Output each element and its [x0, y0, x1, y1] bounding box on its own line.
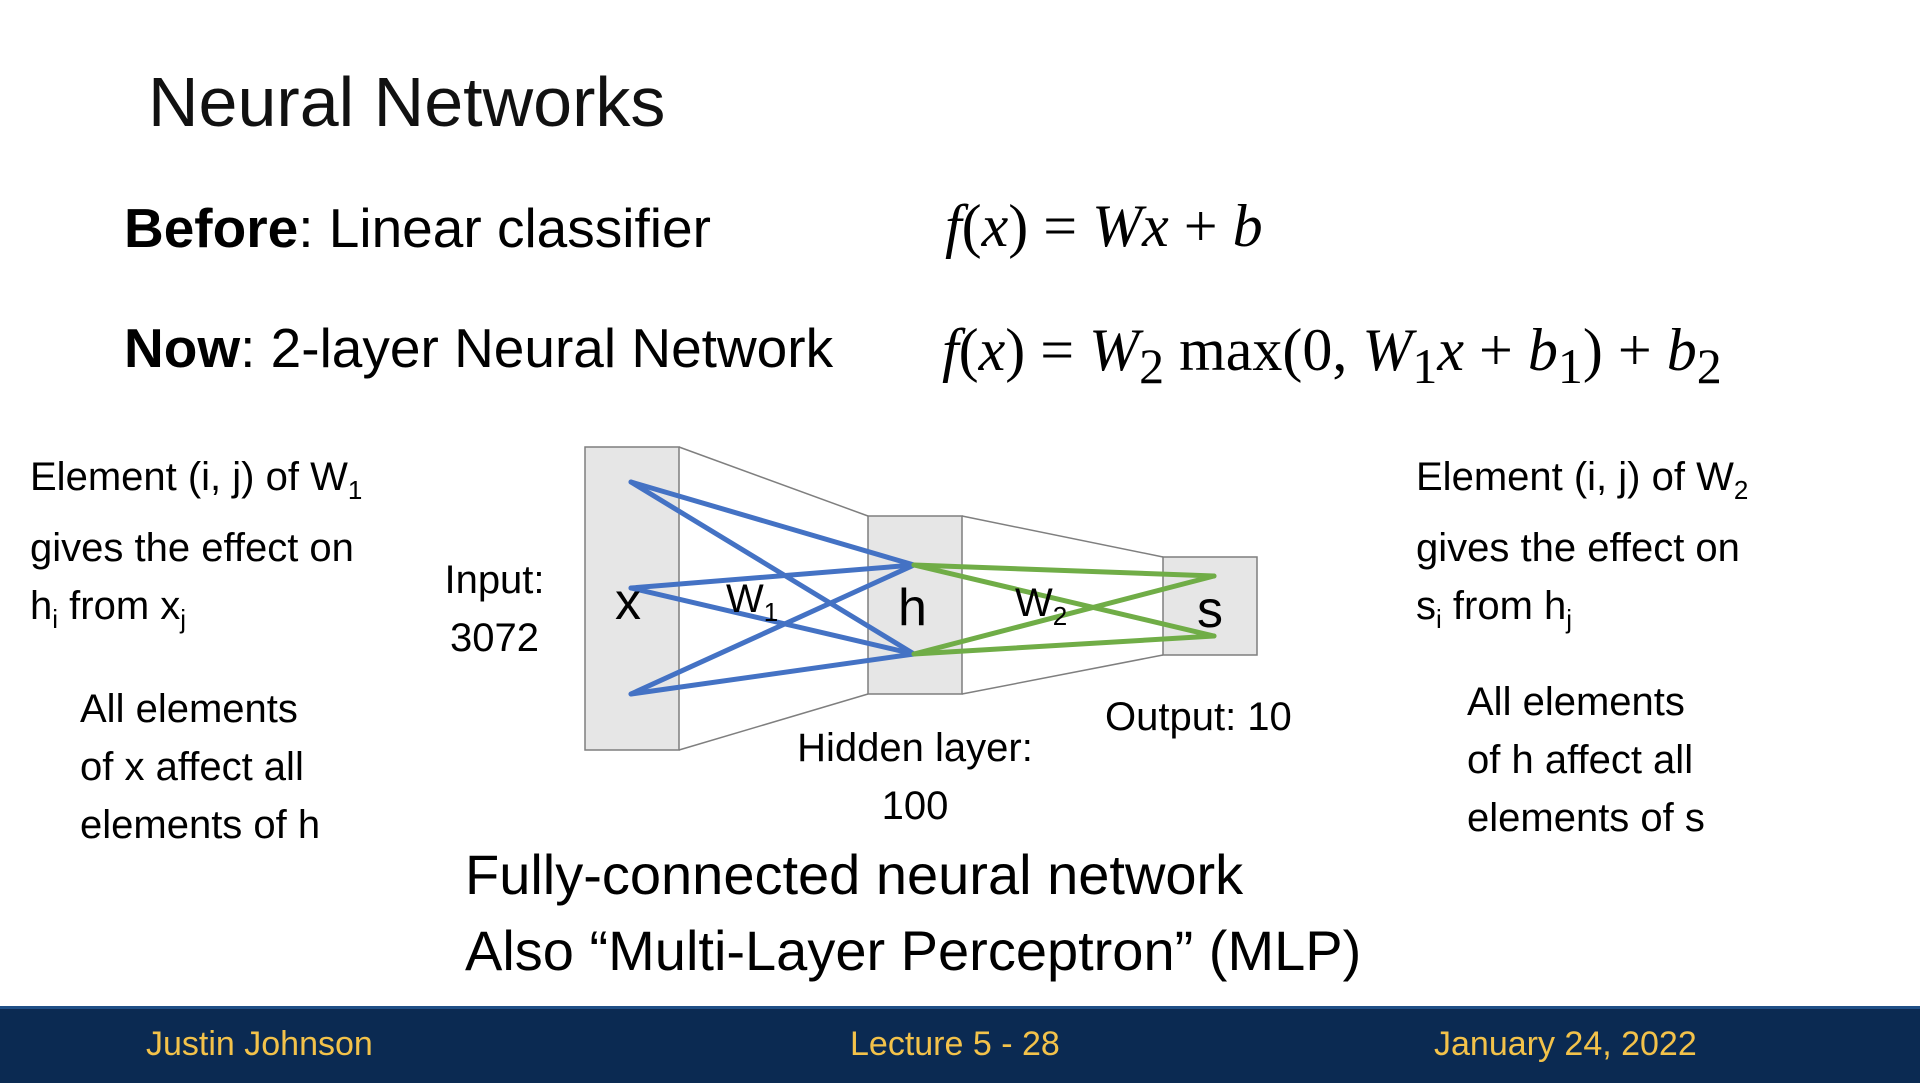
w2-edge: [911, 562, 1217, 639]
nn-formula: f(x) = W2 max(0, W1x + b1) + b2: [942, 317, 1722, 394]
funnel-line: [961, 654, 1164, 695]
fully-connected-line: Fully-connected neural network: [465, 843, 1244, 906]
w2-edge: [911, 633, 1217, 657]
input-box: [584, 446, 680, 751]
footer-author: Justin Johnson: [146, 1025, 373, 1063]
hidden-label: Hidden layer: 100: [797, 726, 1033, 828]
funnel-line: [961, 515, 1164, 558]
right-note-2: All elements of h affect all elements of…: [1467, 680, 1705, 840]
node-s-label: s: [1197, 581, 1223, 639]
node-h-label: h: [898, 579, 927, 637]
footer-lecture: Lecture 5 - 28: [850, 1025, 1060, 1063]
before-text: : Linear classifier: [298, 197, 711, 259]
left-note-2: All elements of x affect all elements of…: [80, 687, 321, 847]
w1-edge: [628, 651, 917, 697]
w2-edges: [911, 562, 1217, 657]
w2-edge: [911, 573, 1217, 657]
funnel-line: [678, 693, 869, 751]
linear-formula: f(x) = Wx + b: [945, 193, 1263, 259]
output-label: Output: 10: [1105, 695, 1292, 739]
w1-edge: [628, 479, 917, 568]
hidden-box: [867, 515, 963, 695]
footer-bar: Justin Johnson Lecture 5 - 28 January 24…: [0, 1006, 1920, 1083]
w1-edge: [628, 562, 917, 591]
footer-date: January 24, 2022: [1434, 1025, 1697, 1063]
w1-edges: [628, 479, 917, 697]
now-text: : 2-layer Neural Network: [240, 317, 834, 379]
w1-edge: [628, 479, 917, 657]
w1-label: W1: [726, 577, 779, 627]
mlp-line: Also “Multi-Layer Perceptron” (MLP): [465, 919, 1362, 982]
w2-label: W2: [1015, 581, 1068, 631]
now-label: Now: [124, 317, 241, 379]
now-row: Now: 2-layer Neural Network: [124, 316, 833, 380]
left-note: Element (i, j) of W1 gives the effect on…: [30, 455, 363, 634]
w2-edge: [911, 562, 1217, 579]
w1-edge: [628, 585, 917, 657]
before-row: Before: Linear classifier: [124, 196, 711, 260]
before-label: Before: [124, 197, 299, 259]
node-x-label: x: [615, 573, 641, 631]
w1-edge: [628, 562, 917, 697]
funnel-line: [678, 446, 869, 517]
input-label: Input: 3072: [444, 558, 545, 660]
right-note: Element (i, j) of W2 gives the effect on…: [1416, 455, 1749, 634]
slide-title: Neural Networks: [148, 63, 666, 141]
